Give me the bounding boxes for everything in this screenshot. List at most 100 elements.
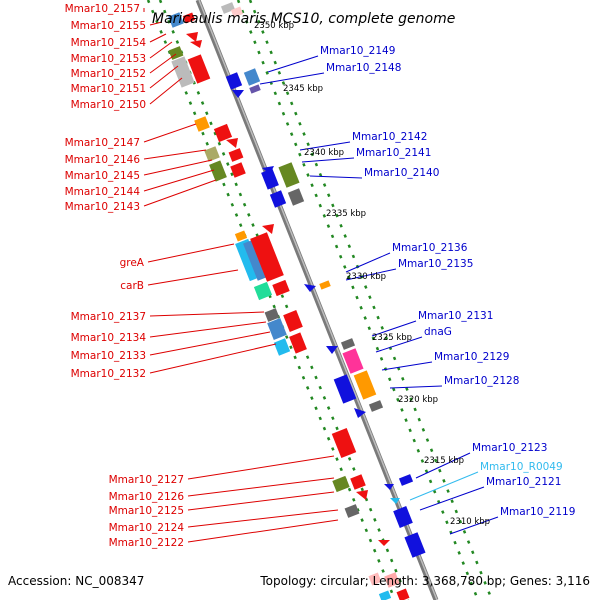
gene-feature[interactable] <box>269 190 287 208</box>
gene-feature[interactable] <box>353 370 377 400</box>
gene-label-right[interactable]: Mmar10_2135 <box>398 258 473 270</box>
gene-label-left[interactable]: Mmar10_2154 <box>71 37 147 49</box>
gene-label-left[interactable]: Mmar10_2145 <box>65 170 140 182</box>
gene-label-left[interactable]: Mmar10_2133 <box>71 350 146 362</box>
gene-feature-arrow[interactable] <box>390 498 400 504</box>
gene-label-right[interactable]: Mmar10_R0049 <box>480 461 563 473</box>
gene-feature[interactable] <box>398 474 414 486</box>
gene-label-right[interactable]: Mmar10_2129 <box>434 351 509 363</box>
gene-feature[interactable] <box>278 162 300 188</box>
gene-feature[interactable] <box>213 123 233 143</box>
gene-feature[interactable] <box>225 72 243 90</box>
gene-label-left[interactable]: greA <box>120 257 145 269</box>
gene-feature-arrow[interactable] <box>262 166 274 174</box>
gene-feature-arrow[interactable] <box>190 40 202 48</box>
gene-feature[interactable] <box>368 400 384 412</box>
gene-label-right[interactable]: Mmar10_2142 <box>352 131 427 143</box>
gene-feature[interactable] <box>182 12 196 24</box>
gene-feature[interactable] <box>264 308 280 322</box>
gene-feature[interactable] <box>171 56 195 88</box>
gene-feature[interactable] <box>333 374 357 404</box>
gene-label-left[interactable]: Mmar10_2146 <box>65 154 141 166</box>
gene-feature[interactable] <box>168 12 184 28</box>
gene-label-left[interactable]: Mmar10_2152 <box>71 68 146 80</box>
gene-label-left[interactable]: Mmar10_2151 <box>71 83 146 95</box>
gene-label-right[interactable]: Mmar10_2123 <box>472 442 547 454</box>
gene-feature[interactable] <box>272 279 290 297</box>
gene-feature[interactable] <box>187 54 211 84</box>
gene-feature[interactable] <box>243 68 261 86</box>
gene-feature[interactable] <box>267 318 287 340</box>
gene-label-right[interactable]: Mmar10_2148 <box>326 62 401 74</box>
gene-feature-arrow[interactable] <box>186 32 198 42</box>
gene-label-right[interactable]: Mmar10_2128 <box>444 375 519 387</box>
gene-label-left[interactable]: Mmar10_2147 <box>65 137 140 149</box>
gene-feature[interactable] <box>253 281 273 301</box>
gene-label-right[interactable]: Mmar10_2149 <box>320 45 395 57</box>
gene-label-left[interactable]: Mmar10_2124 <box>109 522 185 534</box>
gene-feature[interactable] <box>350 474 366 490</box>
gene-feature[interactable] <box>204 146 220 162</box>
gene-feature[interactable] <box>342 348 364 374</box>
gene-feature[interactable] <box>404 532 426 558</box>
gene-feature[interactable] <box>319 280 331 290</box>
gene-label-left[interactable]: Mmar10_2132 <box>71 368 146 380</box>
gene-label-left[interactable]: carB <box>120 280 144 292</box>
gene-label-right[interactable]: Mmar10_2140 <box>364 167 439 179</box>
gene-feature[interactable] <box>283 310 303 332</box>
gene-label-right[interactable]: Mmar10_2141 <box>356 147 431 159</box>
gene-label-left[interactable]: Mmar10_2127 <box>109 474 184 486</box>
gene-feature[interactable] <box>234 230 248 242</box>
gene-label-right[interactable]: Mmar10_2131 <box>418 310 493 322</box>
gene-label-left[interactable]: Mmar10_2150 <box>71 99 146 111</box>
gene-feature[interactable] <box>332 475 350 493</box>
gene-feature-arrow[interactable] <box>356 490 368 500</box>
gene-feature[interactable] <box>378 590 392 600</box>
gene-label-right[interactable]: dnaG <box>424 326 452 338</box>
gene-feature[interactable] <box>368 572 382 586</box>
gene-label-left[interactable]: Mmar10_2157 <box>65 3 140 15</box>
gene-feature-arrow[interactable] <box>378 540 390 546</box>
gene-label-left[interactable]: Mmar10_2137 <box>71 311 146 323</box>
gene-feature[interactable] <box>230 6 244 18</box>
gene-label-left[interactable]: Mmar10_2122 <box>109 537 184 549</box>
gene-label-right[interactable]: Mmar10_2121 <box>486 476 561 488</box>
gene-feature[interactable] <box>287 188 305 206</box>
gene-feature[interactable] <box>228 148 244 162</box>
gene-label-right[interactable]: Mmar10_2119 <box>500 506 575 518</box>
gene-label-left[interactable]: Mmar10_2144 <box>65 186 141 198</box>
gene-label-left[interactable]: Mmar10_2153 <box>71 53 146 65</box>
gene-feature-arrow[interactable] <box>326 346 338 354</box>
gene-feature[interactable] <box>230 162 246 178</box>
gene-feature[interactable] <box>220 2 236 14</box>
gene-feature[interactable] <box>250 232 284 282</box>
leader-line-left <box>143 179 217 207</box>
gene-label-left[interactable]: Mmar10_2126 <box>109 491 185 503</box>
gene-feature[interactable] <box>261 168 279 190</box>
gene-feature-arrow[interactable] <box>304 284 316 292</box>
gene-label-right[interactable]: Mmar10_2136 <box>392 242 468 254</box>
gene-feature[interactable] <box>273 338 291 356</box>
gene-feature-arrow[interactable] <box>232 90 244 98</box>
gene-feature[interactable] <box>393 506 413 528</box>
gene-feature[interactable] <box>344 504 360 518</box>
gene-feature[interactable] <box>243 239 269 281</box>
gene-feature[interactable] <box>249 84 261 94</box>
gene-feature[interactable] <box>384 572 400 588</box>
gene-feature[interactable] <box>209 160 227 182</box>
gene-feature[interactable] <box>289 332 307 354</box>
gene-feature-arrow[interactable] <box>354 408 366 418</box>
gene-feature[interactable] <box>331 427 357 459</box>
strand-guide-lines <box>146 0 494 600</box>
gene-label-left[interactable]: Mmar10_2125 <box>109 505 184 517</box>
gene-feature[interactable] <box>396 588 410 600</box>
gene-label-left[interactable]: Mmar10_2155 <box>71 20 146 32</box>
gene-label-left[interactable]: Mmar10_2134 <box>71 332 147 344</box>
gene-feature[interactable] <box>340 338 356 350</box>
gene-label-left[interactable]: Mmar10_2143 <box>65 201 140 213</box>
gene-feature-arrow[interactable] <box>262 224 274 234</box>
leader-line-left <box>187 455 335 480</box>
gene-feature-arrow[interactable] <box>226 138 238 148</box>
gene-feature-arrow[interactable] <box>384 484 394 490</box>
gene-feature[interactable] <box>194 116 210 132</box>
